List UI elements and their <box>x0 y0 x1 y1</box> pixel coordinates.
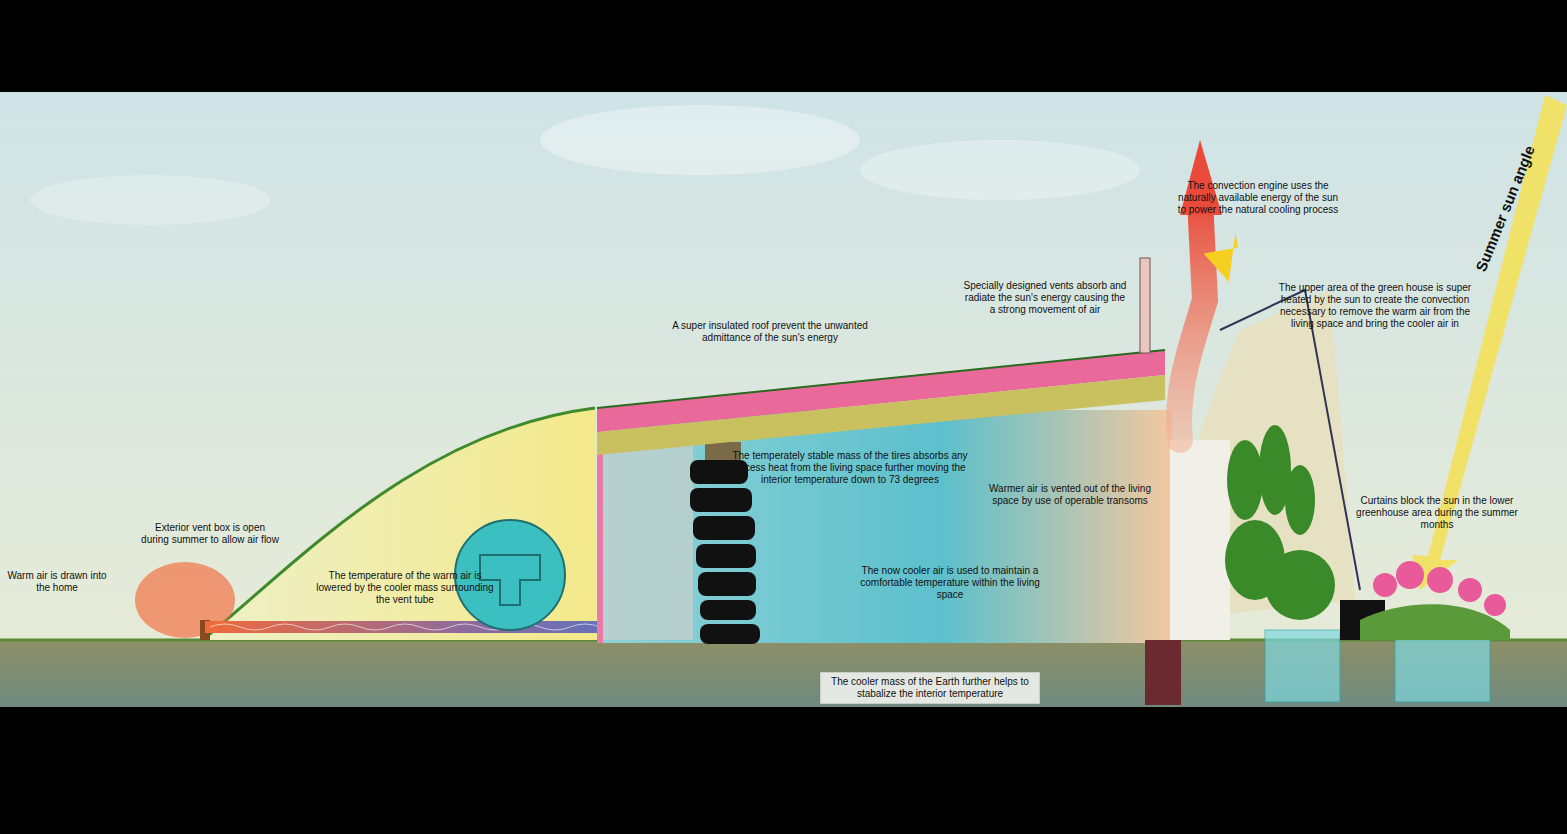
annotation: Warm air is drawn into the home <box>7 570 107 594</box>
annotation: Specially designed vents absorb and radi… <box>963 280 1128 316</box>
note-text: The cooler mass of the Earth further hel… <box>827 676 1033 700</box>
annotation: The upper area of the green house is sup… <box>1268 282 1483 330</box>
annotation: Warmer air is vented out of the living s… <box>978 483 1163 507</box>
annotation: A super insulated roof prevent the unwan… <box>655 320 885 344</box>
annotation: The temperately stable mass of the tires… <box>728 450 973 486</box>
annotation: Exterior vent box is open during summer … <box>140 522 280 546</box>
annotation: Curtains block the sun in the lower gree… <box>1355 495 1520 531</box>
annotation: The now cooler air is used to maintain a… <box>858 565 1043 601</box>
annotation: The temperature of the warm air is lower… <box>313 570 498 606</box>
note-box: The cooler mass of the Earth further hel… <box>820 672 1040 704</box>
annotation: The convection engine uses the naturally… <box>1173 180 1343 216</box>
